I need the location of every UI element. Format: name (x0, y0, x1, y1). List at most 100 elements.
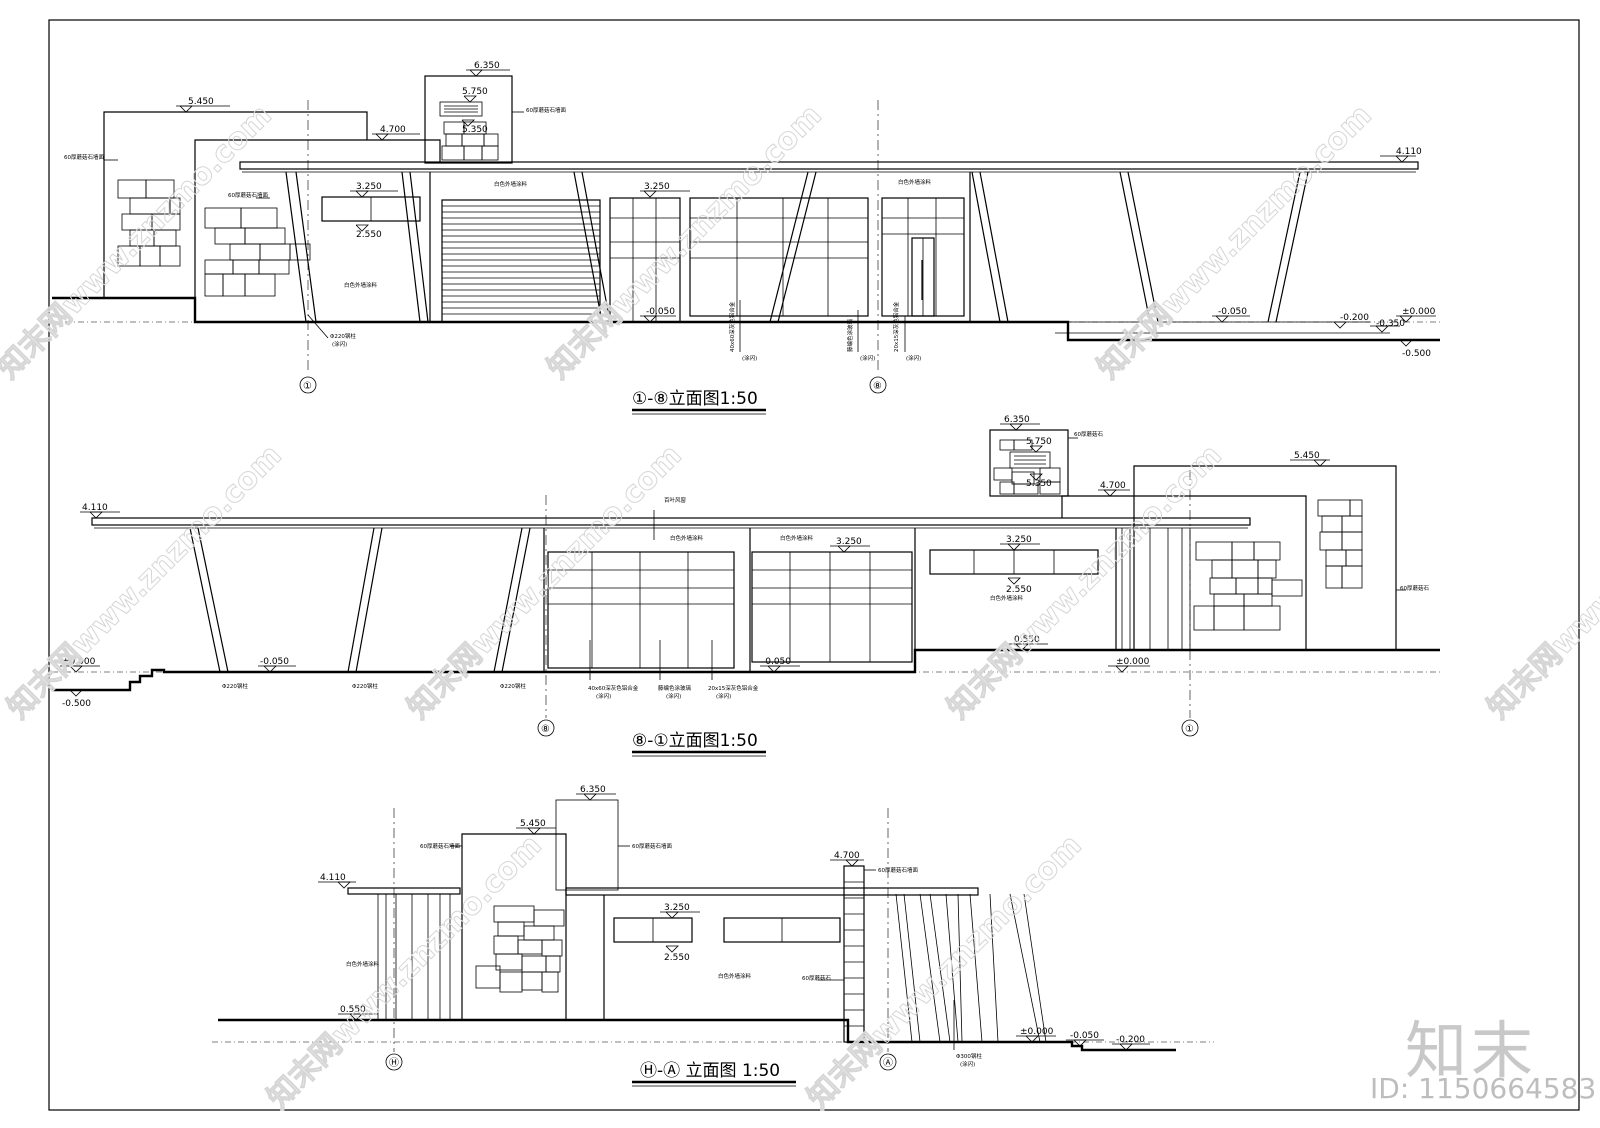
level-1: 6.350 (474, 61, 500, 71)
note-2-12: 藤编色涂玻璃 (658, 684, 692, 692)
level-2-15: -0.500 (62, 699, 91, 709)
level-7: 3.250 (356, 182, 382, 192)
note-2-3: 百叶风窗 (664, 496, 687, 504)
note-8: (涂闪) (332, 340, 347, 348)
axis-label-2-1: ⑧ (541, 724, 550, 735)
level-2-9: 2.550 (1006, 585, 1032, 595)
level-2-10: ±0.000 (62, 657, 96, 667)
level-3-2: 5.450 (520, 819, 546, 829)
note-2-10: 40x60深灰色铝合金 (588, 684, 639, 692)
level-8: 2.550 (356, 230, 382, 240)
watermark: 知末网www.znzmo.com (1481, 438, 1600, 726)
note-7: Φ220钢柱 (330, 332, 356, 340)
level-3-6: 2.550 (664, 953, 690, 963)
level-3-3: 4.700 (834, 851, 860, 861)
level-2-4: 5.450 (1294, 451, 1320, 461)
level-10: -0.050 (646, 307, 675, 317)
level-9: 3.250 (644, 182, 670, 192)
level-3-1: 6.350 (580, 785, 606, 795)
level-2-2: 5.750 (1026, 437, 1052, 447)
axis-label-8: ⑧ (873, 381, 882, 392)
elevation-title-3: Ⓗ-Ⓐ 立面图 1:50 (640, 1061, 780, 1081)
axis-label-3-1: Ⓗ (389, 1057, 399, 1069)
level-3-7: 0.550 (340, 1005, 366, 1015)
note-2-6: 白色外墙涂料 (990, 594, 1024, 602)
level-3-10: -0.200 (1116, 1035, 1145, 1045)
elevation-8-1: 6.350 5.750 5.350 5.450 4.700 4.110 3.25… (52, 415, 1440, 757)
note-2-15: (涂闪) (716, 692, 731, 700)
level-3-9: -0.050 (1070, 1031, 1099, 1041)
elevation-h-a: 6.350 5.450 4.700 4.110 3.250 2.550 0.55… (212, 785, 1214, 1087)
level-4: 5.450 (188, 97, 214, 107)
level-14: -0.350 (1376, 319, 1405, 329)
note-3-1: 60厚蘑菇石墙面 (420, 842, 460, 850)
note-2-11: (涂闪) (596, 692, 611, 700)
ground-line (52, 296, 1440, 342)
note-4: 白色外墙涂料 (494, 180, 528, 188)
level-6: 4.110 (1396, 147, 1422, 157)
note-3-7: Φ300钢柱 (956, 1052, 982, 1060)
note-2-1: 60厚蘑菇石 (1074, 430, 1103, 438)
watermark: 知末网www.znzmo.com (1, 438, 289, 726)
watermark: 知末网www.znzmo.com (0, 98, 279, 386)
note-1: 60厚蘑菇石墙面 (64, 153, 104, 161)
brand-id: ID: 1150664583 (1370, 1072, 1597, 1105)
sheet-border (48, 19, 1580, 1111)
level-2-8: 3.250 (1006, 535, 1032, 545)
level-2-7: 3.250 (836, 537, 862, 547)
level-2-11: -0.050 (260, 657, 289, 667)
note-2-9: Φ220钢柱 (500, 682, 526, 690)
note-3-6: 60厚蘑菇石 (802, 974, 831, 982)
note-9: 40x60深灰色铝合金 (728, 301, 736, 352)
level-2-13: 0.550 (1014, 635, 1040, 645)
note-11: 藤编色涂玻璃 (846, 318, 854, 352)
note-3: 60厚蘑菇石墙面 (526, 106, 566, 114)
elevation-title: ①-⑧立面图1:50 (632, 389, 758, 409)
level-11: -0.050 (1218, 307, 1247, 317)
axis-bubble-1 (299, 376, 317, 394)
elevation-1-8: 6.350 5.750 5.350 5.450 4.700 4.110 3.25… (52, 61, 1440, 415)
note-2-13: (涂闪) (666, 692, 681, 700)
level-2-14: ±0.000 (1116, 657, 1150, 667)
note-2-8: Φ220钢柱 (352, 682, 378, 690)
level-2: 5.750 (462, 87, 488, 97)
level-13: ±0.000 (1402, 307, 1436, 317)
note-6: 白色外墙涂料 (344, 281, 378, 289)
level-3-8: ±0.000 (1020, 1027, 1054, 1037)
note-2-5: 白色外墙涂料 (780, 534, 814, 542)
note-2-14: 20x15深灰色铝合金 (708, 684, 759, 692)
axis-bubble-8 (869, 376, 887, 394)
level-5: 4.700 (380, 125, 406, 135)
level-12: -0.200 (1340, 313, 1369, 323)
note-12: (涂闪) (860, 354, 875, 362)
note-2: 60厚蘑菇石墙面 (228, 191, 268, 199)
level-15: -0.500 (1402, 349, 1431, 359)
axis-label-2-2: ① (1185, 724, 1194, 735)
note-2-4: 白色外墙涂料 (670, 534, 704, 542)
note-10: (涂闪) (742, 354, 757, 362)
level-2-3: 5.350 (1026, 479, 1052, 489)
note-5: 白色外墙涂料 (898, 178, 932, 186)
note-3-2: 60厚蘑菇石墙面 (632, 842, 672, 850)
level-3-5: 3.250 (664, 903, 690, 913)
axis-label-1: ① (303, 381, 312, 392)
level-3: 5.350 (462, 125, 488, 135)
note-2-7: Φ220钢柱 (222, 682, 248, 690)
canopy-slab (239, 161, 1419, 170)
level-2-6: 4.110 (82, 503, 108, 513)
note-13: 20x15深灰色铝合金 (892, 301, 900, 352)
level-2-12: -0.050 (762, 657, 791, 667)
watermark-layer: 知末网www.znzmo.com 知末网www.znzmo.com 知末网www… (0, 97, 1600, 1116)
level-3-4: 4.110 (320, 873, 346, 883)
level-2-1: 6.350 (1004, 415, 1030, 425)
note-14: (涂闪) (906, 354, 921, 362)
watermark: 知末网www.znzmo.com (941, 438, 1229, 726)
note-3-8: (涂闪) (960, 1060, 975, 1068)
watermark: 知末网www.znzmo.com (401, 438, 689, 726)
elevation-title-2: ⑧-①立面图1:50 (632, 731, 758, 751)
axis-label-3-2: Ⓐ (883, 1057, 893, 1069)
note-3-4: 白色外墙涂料 (346, 960, 380, 968)
level-2-5: 4.700 (1100, 481, 1126, 491)
note-3-3: 60厚蘑菇石墙面 (878, 866, 918, 874)
